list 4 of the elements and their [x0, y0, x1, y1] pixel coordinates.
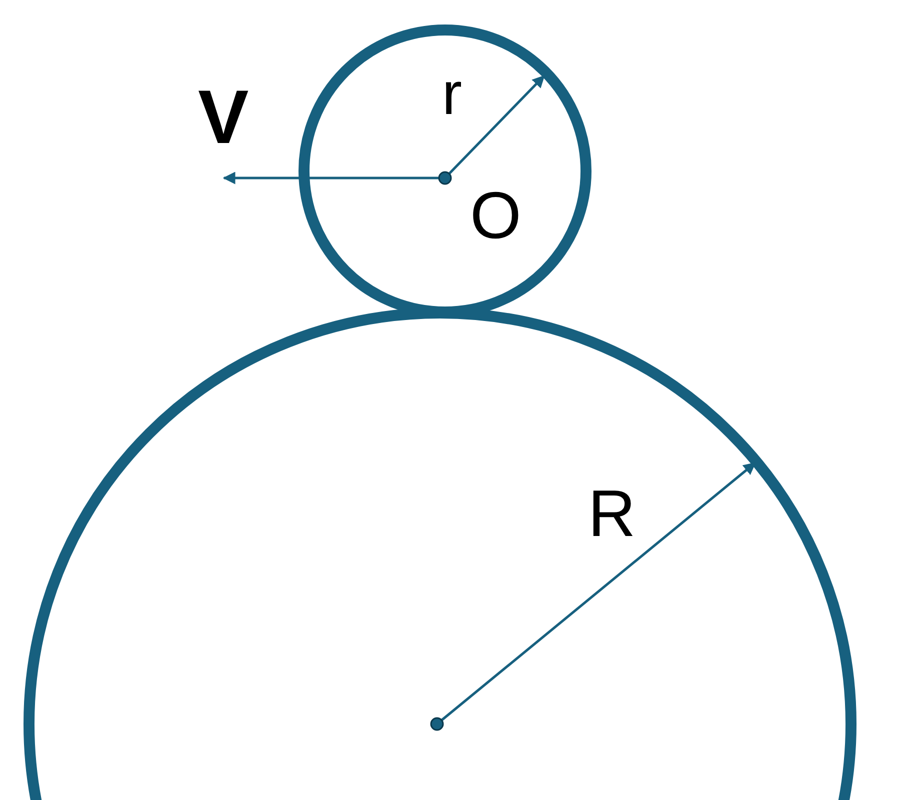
radius-label: R: [588, 480, 636, 546]
radius-label: r: [442, 64, 462, 124]
center-label: O: [470, 182, 522, 248]
velocity-label: V: [198, 80, 249, 156]
